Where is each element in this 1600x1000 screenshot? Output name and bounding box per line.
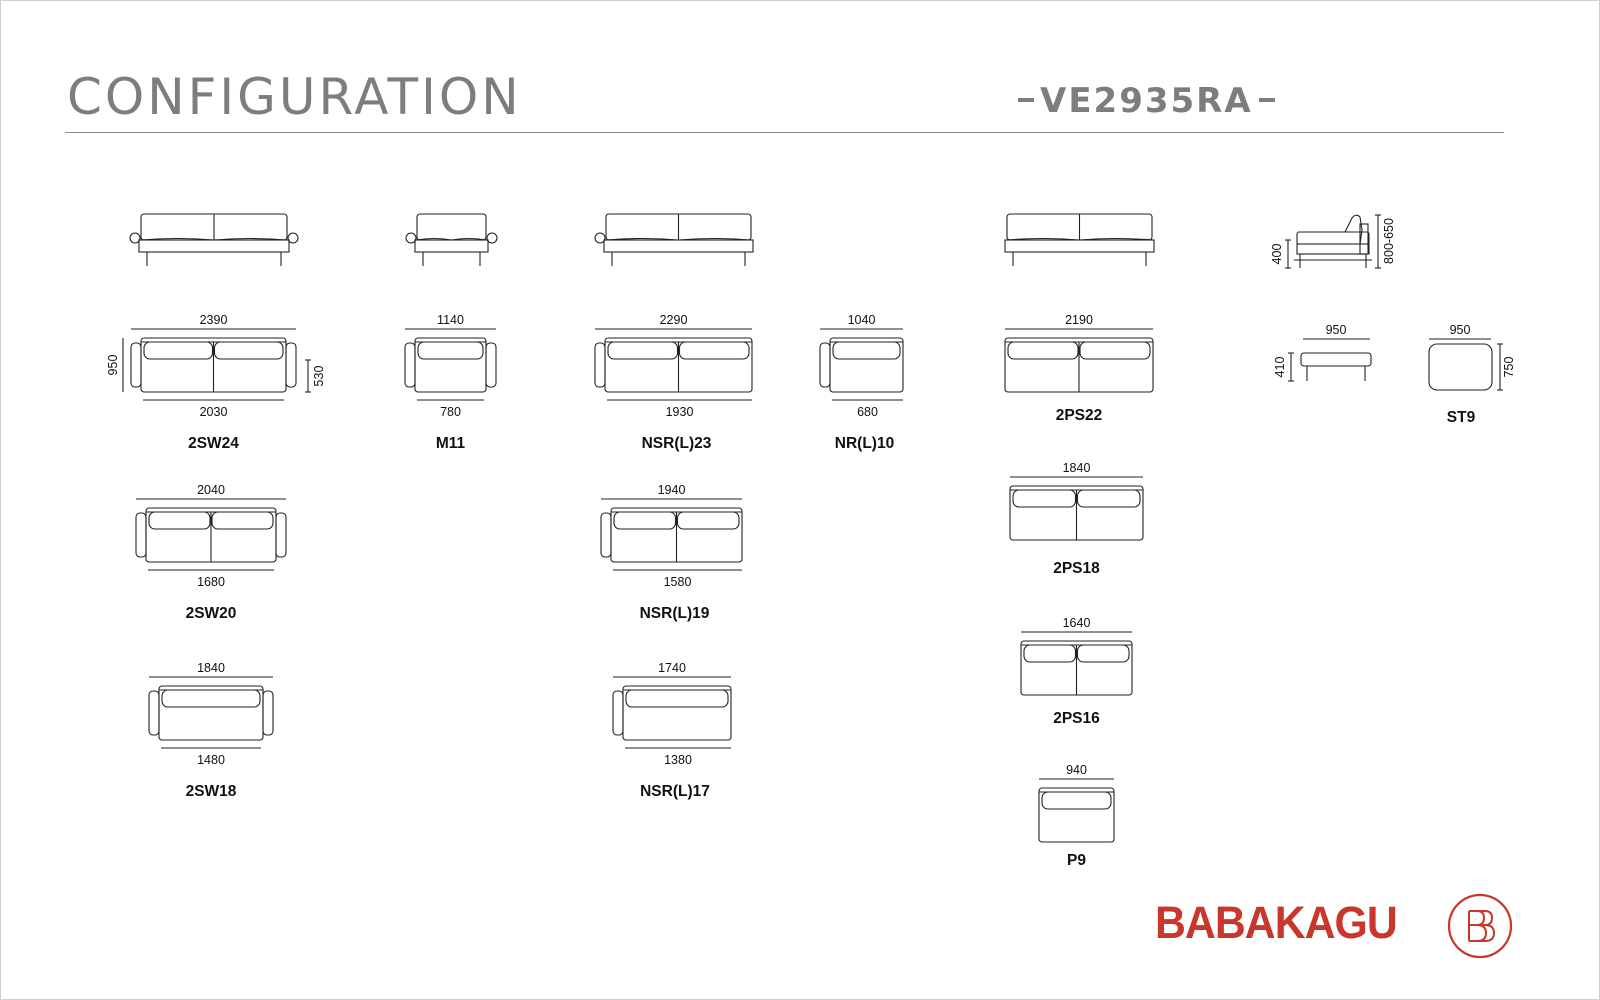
front-nsr-drawing [594,213,754,266]
module-code-label: NSR(L)19 [640,605,710,622]
ottoman-height-dim: 410 [1273,357,1287,378]
side-ottoman-drawing: 400 800-650 [1270,214,1396,269]
brand-wordmark: BABAKAGU [1155,897,1398,948]
seat-width-dim: 780 [440,405,461,419]
depth-dim: 950 [106,355,120,376]
overall-width-dim: 1640 [1063,616,1091,630]
seat-width-dim: 1480 [197,753,225,767]
module-2ps16-drawing: 1640 2PS16 [1020,616,1133,727]
overall-width-dim: 2190 [1065,313,1093,327]
ottoman-width-dim: 950 [1450,323,1471,337]
module-code-label: 2SW24 [188,435,239,452]
module-code-label: NSR(L)17 [640,783,710,800]
back-height-dim: 800-650 [1382,218,1396,264]
overall-width-dim: 1040 [848,313,876,327]
page-title: CONFIGURATION [67,68,522,126]
module-2ps22-drawing: 2190 2PS22 [1004,313,1154,424]
seat-width-dim: 680 [857,405,878,419]
module-code-label: 2SW18 [186,783,237,800]
seat-width-dim: 1680 [197,575,225,589]
dash-left-decoration [1018,97,1034,102]
module-code-label: 2SW20 [186,605,237,622]
front-2sw-drawing [129,213,299,266]
module-2ps18-drawing: 1840 2PS18 [1009,461,1144,577]
overall-width-dim: 1740 [658,661,686,675]
seat-depth-dim: 530 [312,366,326,387]
overall-width-dim: 2290 [660,313,688,327]
dash-right-decoration [1258,97,1275,102]
module-code-label: 2PS22 [1056,407,1103,424]
module-code-label: M11 [436,435,466,452]
overall-width-dim: 1140 [437,313,464,327]
module-code-label: NSR(L)23 [642,435,712,452]
overall-width-dim: 940 [1066,763,1087,777]
side-height-dim: 400 [1270,244,1284,265]
model-number-text: VE2935RA [1040,81,1253,121]
overall-width-dim: 2040 [197,483,225,497]
overall-width-dim: 2390 [200,313,228,327]
front-m11-drawing [405,213,498,266]
module-code-label: 2PS18 [1053,560,1100,577]
seat-width-dim: 1580 [664,575,692,589]
front-2ps-drawing [1004,213,1155,266]
module-code-label: ST9 [1447,409,1476,426]
module-code-label: 2PS16 [1053,710,1100,727]
seat-width-dim: 2030 [200,405,228,419]
overall-width-dim: 1840 [197,661,225,675]
module-2sw20-drawing: 2040 1680 2SW20 [135,483,287,622]
ottoman-depth-dim: 750 [1502,357,1516,378]
ottoman-side-width-dim: 950 [1326,323,1347,337]
model-number: VE2935RA [1012,84,1281,118]
module-code-label: P9 [1067,852,1086,869]
overall-width-dim: 1840 [1063,461,1091,475]
module-code-label: NR(L)10 [835,435,894,452]
module-2sw18-drawing: 1840 1480 2SW18 [148,661,274,800]
module-2sw24-drawing: 2390 2030 950 530 2SW24 [106,313,326,452]
header-divider [65,132,1504,133]
overall-width-dim: 1940 [658,483,686,497]
brand-emblem-icon [1447,893,1513,959]
seat-width-dim: 1380 [664,753,692,767]
seat-width-dim: 1930 [666,405,694,419]
